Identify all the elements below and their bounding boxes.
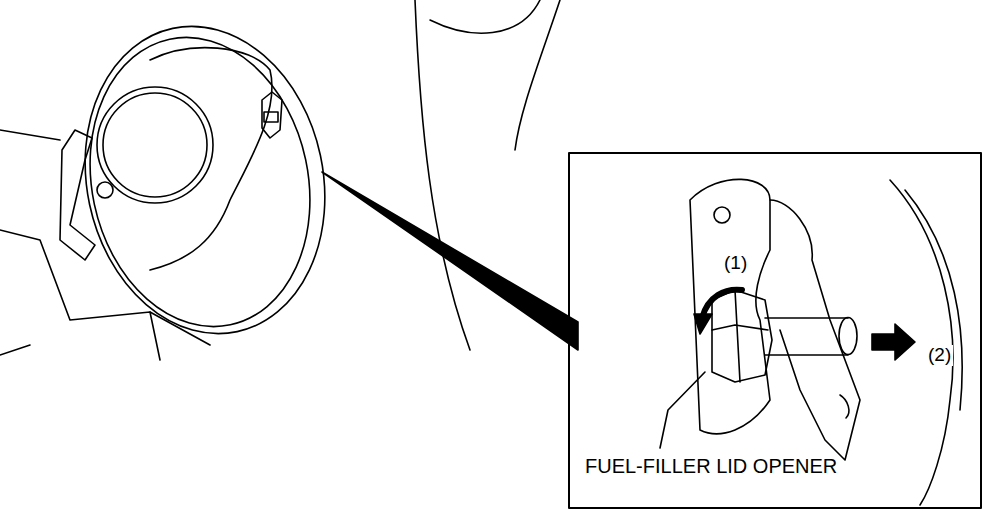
leader-line [660, 372, 705, 448]
callout-number: (2) [926, 345, 953, 366]
fuel-lid-rim [64, 17, 336, 348]
hole [840, 395, 849, 418]
body-line [515, 0, 560, 150]
body-line [0, 230, 210, 345]
body-line [430, 0, 540, 33]
body-line [150, 312, 160, 360]
fuel-filler-lid-opener [712, 325, 768, 330]
callout-wedge [322, 172, 578, 350]
inset-frame [569, 153, 981, 508]
fuel-filler-lid-opener [735, 290, 740, 382]
part-name: FUEL-FILLER LID OPENER [583, 455, 839, 477]
opener-rod [765, 318, 848, 355]
fuel-filler-lid-opener [712, 290, 772, 382]
rotate-arrow-head [694, 314, 712, 334]
callout-number: (1) [722, 253, 749, 274]
filler-opening [103, 93, 207, 197]
body-line [415, 0, 470, 350]
opener-small [264, 112, 278, 122]
body-line [0, 345, 30, 355]
opener-rod [839, 318, 857, 355]
hinge-hole [97, 182, 113, 198]
fuel-lid [57, 4, 352, 356]
filler-opening [97, 87, 213, 203]
opener-small [262, 92, 282, 138]
body-line [0, 130, 60, 140]
lid-panel [770, 200, 860, 460]
pull-arrow [872, 324, 915, 360]
hinge-arm [60, 130, 95, 260]
bracket-plate [690, 179, 770, 433]
body-line [905, 190, 962, 410]
hole [714, 207, 730, 223]
